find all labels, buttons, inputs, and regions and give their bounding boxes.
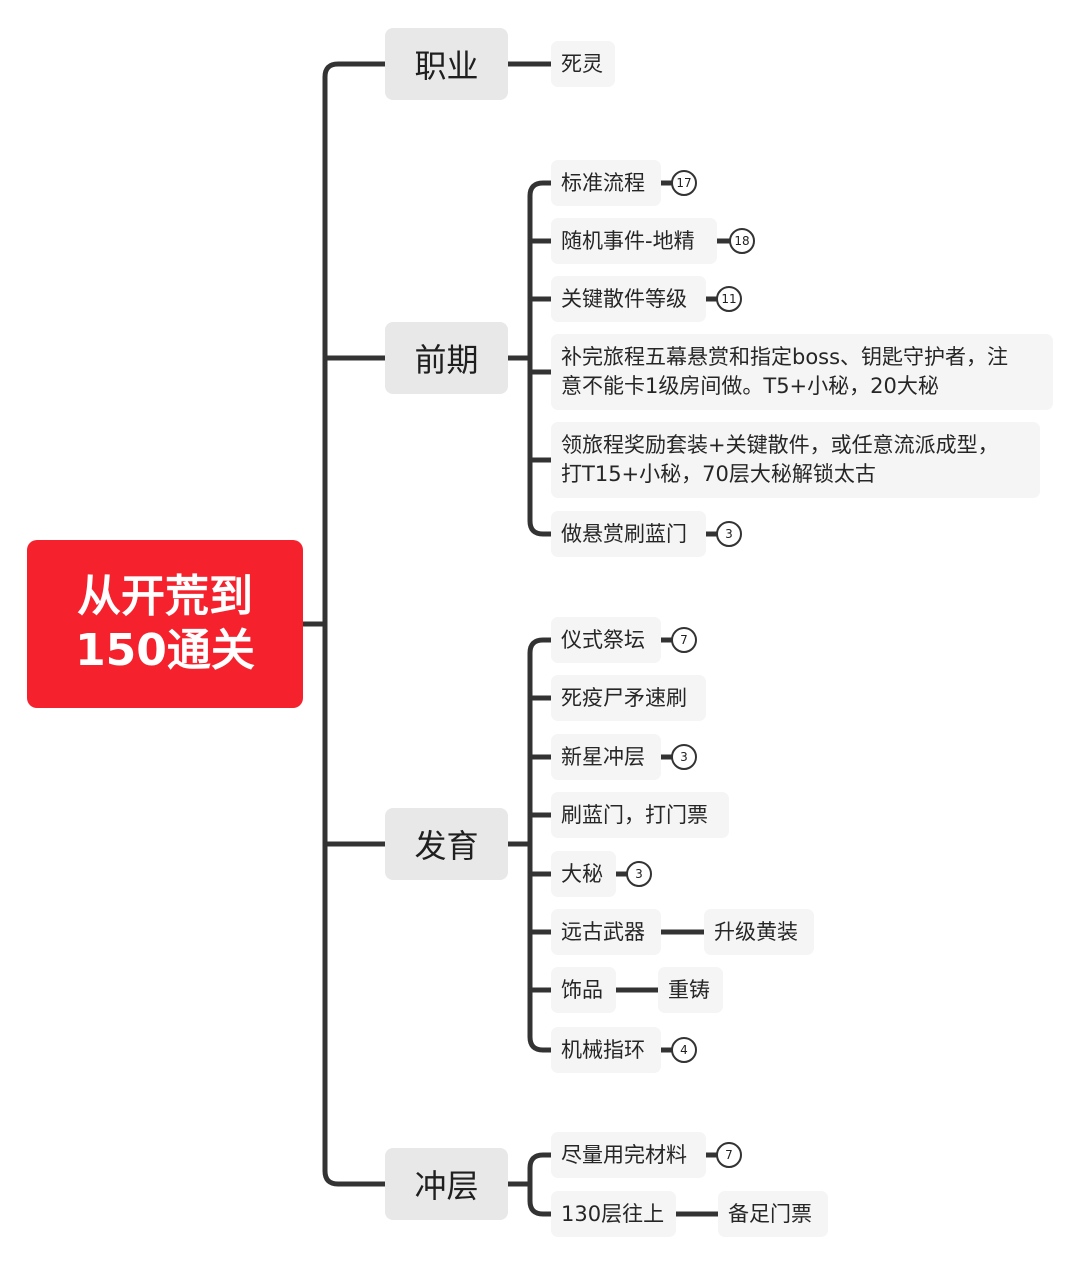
branch-chongceng[interactable]: 冲层 xyxy=(385,1148,508,1220)
count-badge: 3 xyxy=(626,861,652,887)
connector-fayu-spine xyxy=(527,637,554,1053)
leaf-text-line: 意不能卡1级房间做。T5+小秘，20大秘 xyxy=(561,374,939,398)
leaf-text-line: 补完旅程五幕悬赏和指定boss、钥匙守护者，注 xyxy=(561,345,1009,369)
count-badge: 11 xyxy=(716,286,742,312)
count-badge: 3 xyxy=(716,521,742,547)
leaf-biaozhun-liucheng[interactable]: 标准流程 xyxy=(551,160,661,206)
leaf-siyi-shimao[interactable]: 死疫尸矛速刷 xyxy=(551,675,706,721)
count-badge: 18 xyxy=(729,228,755,254)
leaf-beizu-menpiao[interactable]: 备足门票 xyxy=(718,1191,828,1237)
count-badge: 7 xyxy=(671,627,697,653)
branch-qianqi[interactable]: 前期 xyxy=(385,322,508,394)
count-badge: 3 xyxy=(671,744,697,770)
leaf-shua-lanmen[interactable]: 刷蓝门，打门票 xyxy=(551,792,729,838)
leaf-dami[interactable]: 大秘 xyxy=(551,851,616,897)
count-badge: 4 xyxy=(671,1037,697,1063)
leaf-yuangu-wuqi[interactable]: 远古武器 xyxy=(551,909,661,955)
leaf-text-line: 打T15+小秘，70层大秘解锁太古 xyxy=(561,462,876,486)
leaf-130-ceng[interactable]: 130层往上 xyxy=(551,1191,676,1237)
leaf-suiji-shijian[interactable]: 随机事件-地精 xyxy=(551,218,717,264)
root-title-line2: 150通关 xyxy=(75,625,255,676)
branch-fayu[interactable]: 发育 xyxy=(385,808,508,880)
leaf-buwan-lvcheng[interactable]: 补完旅程五幕悬赏和指定boss、钥匙守护者，注 意不能卡1级房间做。T5+小秘，… xyxy=(551,334,1053,410)
root-node[interactable]: 从开荒到 150通关 xyxy=(27,540,303,708)
leaf-ling-lvcheng-jiangli[interactable]: 领旅程奖励套装+关键散件，或任意流派成型， 打T15+小秘，70层大秘解锁太古 xyxy=(551,422,1040,498)
leaf-silin[interactable]: 死灵 xyxy=(551,41,615,87)
connector-root-spine xyxy=(322,61,388,1187)
leaf-xinxing-chongceng[interactable]: 新星冲层 xyxy=(551,734,661,780)
leaf-shengji-huangzhuang[interactable]: 升级黄装 xyxy=(704,909,814,955)
leaf-chongzhu[interactable]: 重铸 xyxy=(658,967,723,1013)
leaf-guanjian-sanjian[interactable]: 关键散件等级 xyxy=(551,276,706,322)
count-badge: 17 xyxy=(671,170,697,196)
leaf-jinliang-yongwan[interactable]: 尽量用完材料 xyxy=(551,1132,706,1178)
connector-chongceng-spine xyxy=(527,1152,554,1217)
leaf-text-line: 领旅程奖励套装+关键散件，或任意流派成型， xyxy=(561,433,999,457)
leaf-yishi-jitan[interactable]: 仪式祭坛 xyxy=(551,617,661,663)
root-title-line1: 从开荒到 xyxy=(76,571,253,622)
leaf-zuo-xuanshang[interactable]: 做悬赏刷蓝门 xyxy=(551,511,706,557)
branch-zhiye[interactable]: 职业 xyxy=(385,28,508,100)
leaf-jixie-zhihuan[interactable]: 机械指环 xyxy=(551,1027,661,1073)
count-badge: 7 xyxy=(716,1142,742,1168)
connector-qianqi-spine xyxy=(527,180,554,537)
leaf-shipin[interactable]: 饰品 xyxy=(551,967,616,1013)
